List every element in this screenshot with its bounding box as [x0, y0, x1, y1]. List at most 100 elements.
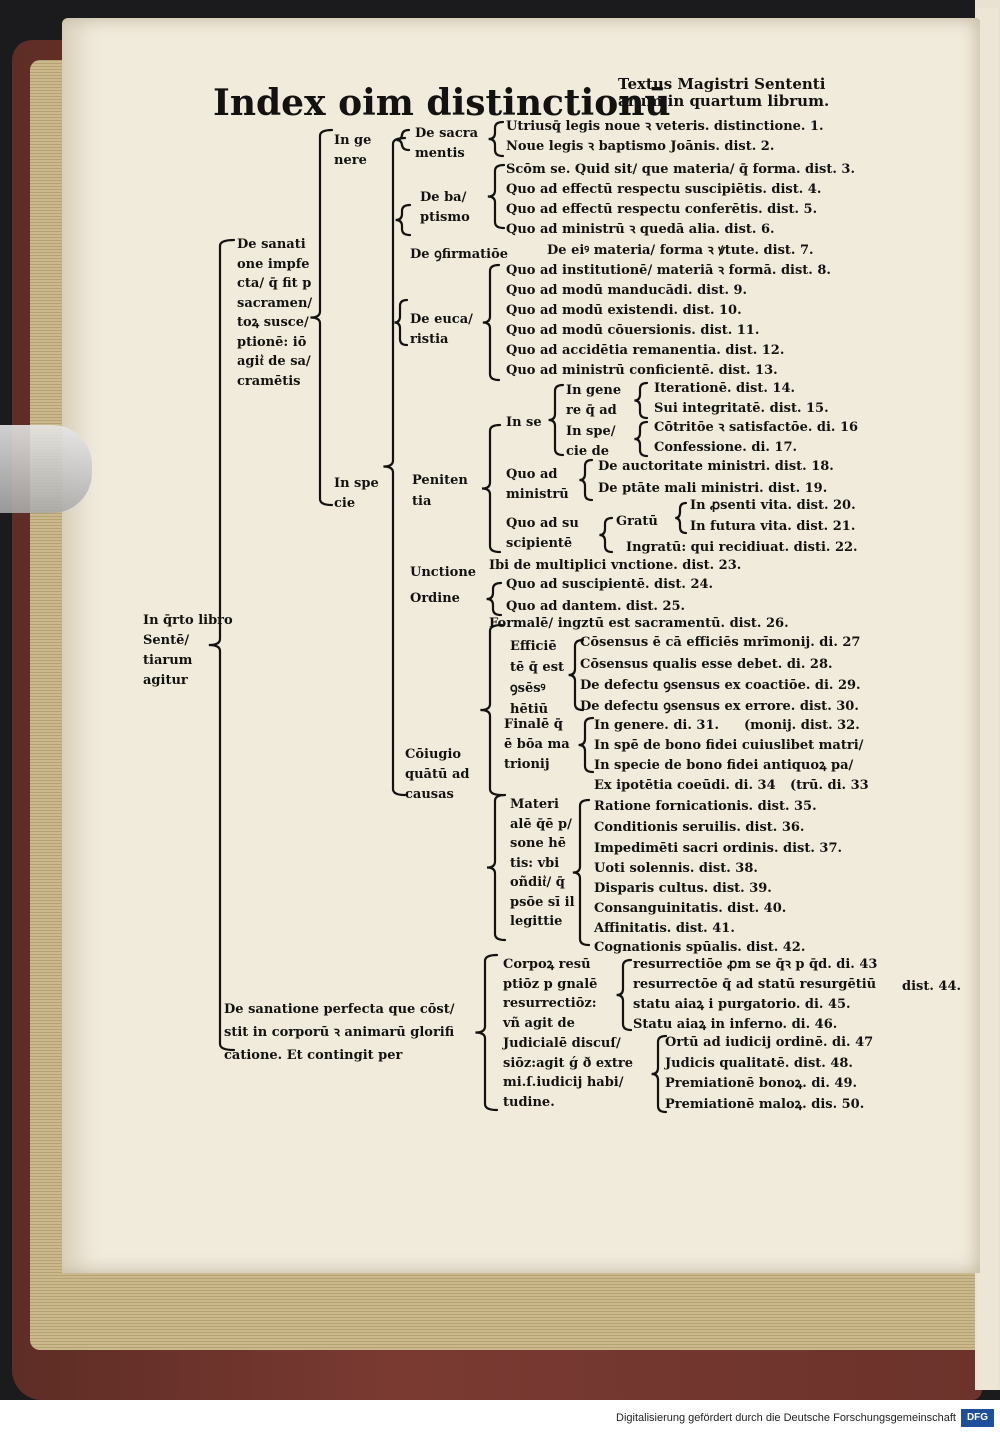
branch-label: De ba/ [420, 190, 467, 205]
distinction-entry: De defectu ꝯsensus ex errore. dist. 30. [580, 699, 859, 714]
branch-label: ministrū [506, 487, 569, 502]
distinction-entry: Quo ad institutionē/ materiā ꝛ formā. di… [506, 263, 831, 278]
branch-label: scipientē [506, 536, 573, 551]
branch-label: Quo ad su [506, 516, 579, 531]
branch-label: sone hē [510, 836, 566, 851]
branch-label: In spe [334, 476, 379, 491]
distinction-entry: Uoti solennis. dist. 38. [594, 861, 758, 876]
distinction-entry: In specie de bono fidei antiquoꝝ pa/ [594, 758, 854, 773]
dfg-logo: DFG [961, 1409, 994, 1427]
distinction-entry: Premiationē maloꝝ. dis. 50. [665, 1097, 865, 1112]
distinction-entry: Conditionis seruilis. dist. 36. [594, 820, 805, 835]
distinction-entry: resurrectōe q̄ ad statū resurgētiū [633, 977, 877, 992]
bracket-line [396, 128, 411, 152]
distinction-entry: In spē de bono fidei cuiuslibet matri/ [594, 738, 864, 753]
bracket-diagram [208, 120, 688, 1114]
bracket-line [475, 953, 499, 1112]
distinction-entry: Quo ad accidētia remanentia. dist. 12. [506, 343, 785, 358]
bracket-line [486, 793, 507, 942]
page-clip [0, 425, 92, 513]
branch-label: psōe sī il [510, 894, 575, 910]
branch-label: ristia [410, 332, 449, 347]
distinction-entry: De ptāte mali ministri. dist. 19. [598, 481, 828, 496]
branch-label: ptionē: iō [237, 334, 307, 350]
branch-label: Cōiugio [405, 747, 462, 762]
bracket-line [487, 163, 506, 230]
bracket-line [486, 581, 503, 617]
branch-label: Peniten [412, 473, 468, 488]
branch-label: cie de [566, 444, 610, 459]
distinction-entry: resurrectiōe ꝓm se q̄ꝛ p q̄d. di. 43 [633, 957, 878, 972]
distinction-entry: Quo ad effectū respectu conferētis. dist… [506, 202, 818, 217]
distinction-entry: Sui integritatē. dist. 15. [654, 401, 829, 416]
branch-label: catione. Et contingit per [224, 1048, 403, 1063]
branch-label: Finalē q̄ [504, 717, 563, 732]
branch-label: De ꝯfirmatiōe [410, 247, 509, 262]
distinction-entry: Ortū ad iudicij ordinē. di. 47 [665, 1035, 874, 1050]
branch-label: agit͛ de sa/ [237, 354, 311, 369]
branch-label: quātū ad [405, 767, 470, 782]
bracket-line [616, 958, 633, 1032]
branch-label: De sanatione perfecta que cōst/ [224, 1002, 455, 1017]
distinction-entry: Statu aiaꝝ in inferno. di. 46. [633, 1017, 838, 1032]
distinction-entry: De eiꝰ materia/ forma ꝛ ꝟtute. dist. 7. [547, 243, 814, 258]
bracket-line [634, 381, 649, 420]
distinction-entry: Quo ad modū existendi. dist. 10. [506, 303, 742, 318]
root-label: In q̄rto libro [143, 613, 233, 628]
distinction-entry: Iterationē. dist. 14. [654, 381, 796, 396]
bracket-line [480, 623, 504, 797]
bracket-line [548, 383, 565, 457]
branch-label: In ge [334, 133, 372, 148]
branch-label: Efficiē [510, 639, 557, 654]
branch-label: mentis [415, 146, 465, 161]
branch-label: De sanati [237, 237, 306, 252]
branch-label: trionij [504, 757, 550, 772]
distinction-entry: Utriusq̄ legis noue ꝛ veteris. distincti… [506, 119, 824, 134]
branch-label: tudine. [503, 1094, 555, 1110]
distinction-entry: Quo ad ministrū ꝛ quedā alia. dist. 6. [506, 222, 775, 237]
branch-label: sacramen/ [237, 295, 313, 311]
distinction-entry: Cōsensus ē cā efficiēs mrīmonij. di. 27 [580, 635, 861, 650]
distinction-entry: Quo ad modū cōuersionis. dist. 11. [506, 323, 760, 338]
branch-label: De sacra [415, 126, 479, 141]
branch-label: resurrectiōz: [503, 996, 597, 1011]
bracket-line [599, 516, 614, 554]
distinction-entry: Quo ad ministrū conficientē. dist. 13. [506, 363, 778, 378]
distinction-entry: (trū. di. 33 [790, 778, 869, 793]
distinction-entry: In genere. di. 31. [594, 718, 720, 733]
branch-label: Corpoꝝ resū [503, 957, 591, 972]
branch-label: De euca/ [410, 312, 473, 327]
distinction-entry: In ꝓsenti vita. dist. 20. [690, 498, 856, 513]
distinction-entry: Premiationē bonoꝝ. di. 49. [665, 1076, 858, 1091]
distinction-entry: De auctoritate ministri. dist. 18. [598, 459, 834, 474]
distinction-entry: Cōsensus qualis esse debet. di. 28. [580, 657, 833, 672]
branch-label: Materi [510, 797, 559, 812]
bracket-line [579, 458, 594, 502]
distinction-entry: Noue legis ꝛ baptismo Joānis. dist. 2. [506, 139, 775, 154]
distinction-entry: Ibi de multiplici vnctione. dist. 23. [489, 558, 742, 573]
bracket-line [482, 263, 501, 382]
branch-label: ptiōz p gnalē [503, 976, 598, 992]
distinction-entry: De defectu ꝯsensus ex coactiōe. di. 29. [580, 678, 861, 693]
root-label: tiarum [143, 653, 193, 668]
distinction-entry: Cognationis spūalis. dist. 42. [594, 940, 806, 955]
branch-label: tia [412, 494, 432, 509]
branch-label: alē q̄ē p/ [510, 816, 572, 832]
distinction-entry: Consanguinitatis. dist. 40. [594, 901, 787, 916]
page-title: Index oim distinctionū [213, 82, 671, 124]
distinction-entry: Judicis qualitatē. dist. 48. [665, 1056, 853, 1071]
branch-label: one impfe [237, 256, 310, 272]
bracket-line [568, 638, 585, 712]
bracket-line [481, 423, 502, 554]
branch-label: vñ agit de [503, 1015, 575, 1031]
page-subtitle: arum in quartum librum. [618, 92, 830, 110]
distinction-entry: statu aiaꝝ i purgatorio. di. 45. [633, 997, 851, 1012]
bracket-line [208, 238, 236, 1052]
branch-label: stit in corporū ꝛ animarū glorifi [224, 1025, 455, 1040]
distinction-entry: Quo ad suscipientē. dist. 24. [506, 577, 714, 592]
branch-label: siōz:agit ǵ ð extre [503, 1055, 634, 1071]
branch-label: Quo ad [506, 467, 558, 482]
branch-label: legittie [510, 914, 563, 929]
page-subtitle: Textus Magistri Sententi [618, 75, 826, 93]
